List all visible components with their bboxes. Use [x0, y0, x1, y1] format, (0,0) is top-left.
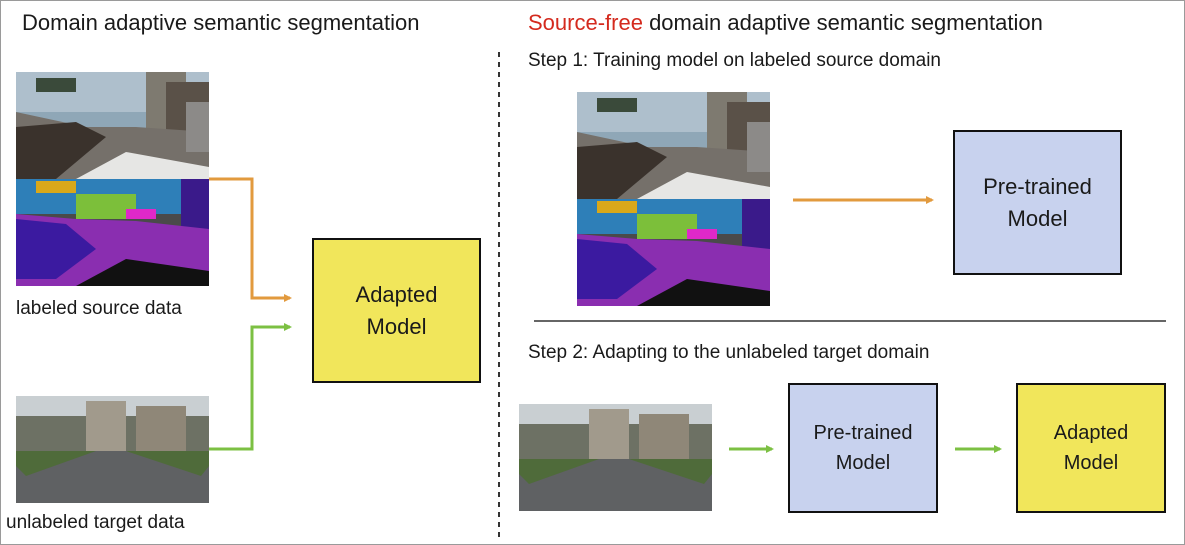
left-adapted-model-line2: Model	[366, 313, 427, 339]
step1-pretrained-line2: Model	[1007, 205, 1068, 231]
unlabeled-target-caption: unlabeled target data	[6, 512, 185, 533]
source-image	[16, 72, 209, 179]
labeled-source-caption: labeled source data	[16, 298, 182, 319]
step2-adapted-model-box: Adapted Model	[1016, 383, 1166, 513]
right-panel-title: Source-free domain adaptive semantic seg…	[528, 10, 1043, 36]
step2-pretrained-model-box: Pre-trained Model	[788, 383, 938, 513]
step1-pretrained-model-box: Pre-trained Model	[953, 130, 1122, 275]
step1-source-image	[577, 92, 770, 199]
left-adapted-model-line1: Adapted	[355, 281, 438, 307]
right-panel-title-rest: domain adaptive semantic segmentation	[642, 10, 1043, 35]
step1-label: Step 1: Training model on labeled source…	[528, 50, 941, 71]
step2-target-image	[519, 404, 712, 511]
left-adapted-model-box: Adapted Model	[312, 238, 481, 383]
step2-adapted-line1: Adapted	[1053, 422, 1129, 444]
source-arrow	[209, 177, 292, 302]
target-arrow	[209, 323, 292, 451]
step1-source-label-map	[577, 199, 770, 306]
left-panel-title: Domain adaptive semantic segmentation	[22, 10, 420, 35]
target-image	[16, 396, 209, 503]
step2-pretrained-line1: Pre-trained	[813, 422, 913, 444]
step2-adapted-line2: Model	[1063, 452, 1119, 474]
source-free-highlight: Source-free	[528, 10, 643, 35]
source-label-map	[16, 179, 209, 286]
step1-pretrained-line1: Pre-trained	[983, 173, 1092, 199]
step2-label: Step 2: Adapting to the unlabeled target…	[528, 342, 930, 363]
step2-pretrained-line2: Model	[835, 452, 891, 474]
